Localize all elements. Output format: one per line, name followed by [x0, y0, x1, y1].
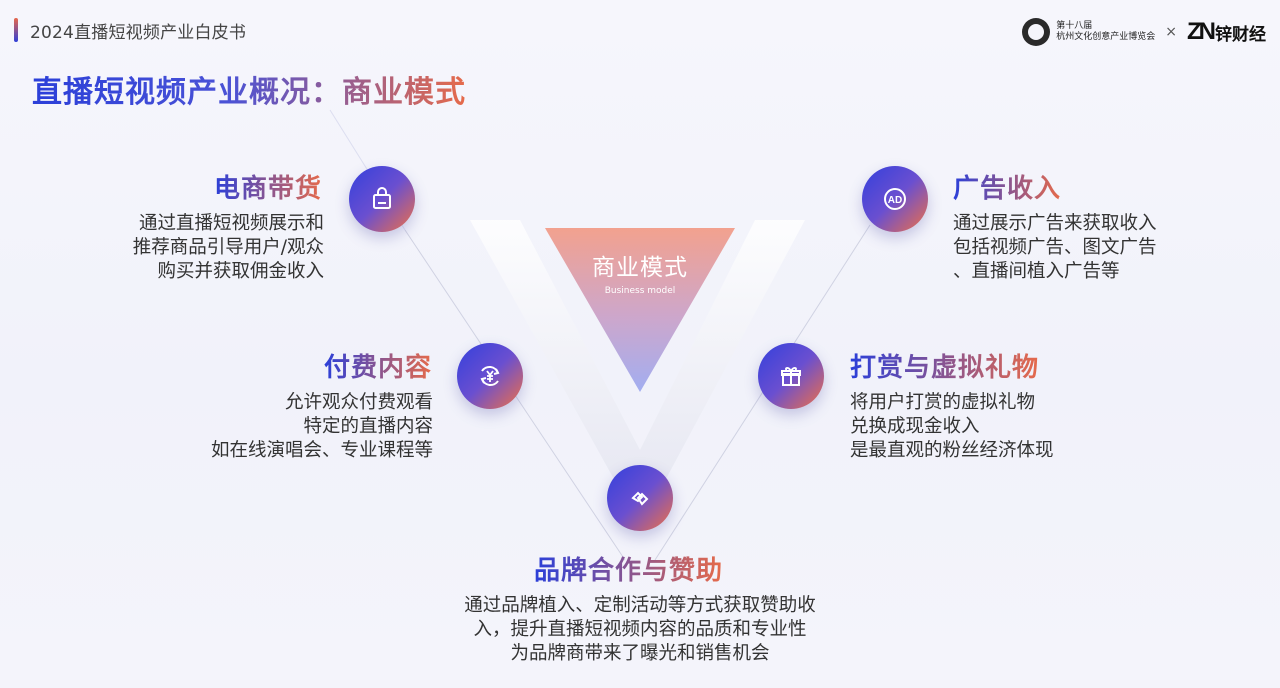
feature-title-ecommerce: 电商带货: [214, 168, 322, 205]
feature-desc-paid-content: 允许观众付费观看 特定的直播内容 如在线演唱会、专业课程等: [211, 391, 433, 463]
paid-content-node: [457, 343, 523, 409]
desc-line: 允许观众付费观看: [284, 392, 433, 413]
report-title: 2024直播短视频产业白皮书: [30, 23, 247, 43]
feature-title-paid-content: 付费内容: [324, 347, 432, 384]
desc-line: 兑换成现金收入: [850, 416, 980, 437]
desc-line: 包括视频广告、图文广告: [953, 237, 1157, 258]
ad-revenue-node: AD: [862, 166, 928, 232]
desc-line: 将用户打赏的虚拟礼物: [850, 392, 1036, 413]
desc-line: 是最直观的粉丝经济体现: [850, 440, 1054, 461]
zn-logo-text: 锌财经: [1215, 24, 1266, 45]
partner-logos: 第十八届 杭州文化创意产业博览会 × ZN 锌财经: [1022, 18, 1266, 46]
feature-desc-virtual-gift: 将用户打赏的虚拟礼物 兑换成现金收入 是最直观的粉丝经济体现: [850, 391, 1054, 463]
feature-title-brand-sponsorship: 品牌合作与赞助: [534, 550, 723, 587]
desc-line: 通过直播短视频展示和: [138, 213, 324, 234]
center-label-zh: 商业模式: [592, 255, 688, 281]
desc-line: 为品牌商带来了曝光和销售机会: [510, 643, 770, 664]
zn-logo: ZN 锌财经: [1187, 18, 1266, 46]
ad-badge-icon: AD: [884, 188, 906, 210]
feature-title-ad-revenue: 广告收入: [953, 168, 1061, 205]
desc-line: 如在线演唱会、专业课程等: [210, 440, 433, 461]
center-label-en: Business model: [604, 286, 676, 296]
desc-line: 入，提升直播短视频内容的品质和专业性: [473, 619, 807, 640]
desc-line: 购买并获取佣金收入: [157, 261, 324, 282]
brand-sponsorship-node: [607, 465, 673, 531]
virtual-gift-node: [758, 343, 824, 409]
center-triangle: [545, 228, 735, 392]
feature-desc-ad-revenue: 通过展示广告来获取收入 包括视频广告、图文广告 、直播间植入广告等: [953, 212, 1157, 284]
center-label: 商业模式 Business model: [560, 248, 720, 296]
gift-icon: [781, 367, 801, 386]
shopping-bag-icon: [373, 187, 391, 209]
header-accent-bar: [14, 18, 18, 42]
expo-logo: 第十八届 杭州文化创意产业博览会: [1022, 18, 1155, 46]
desc-line: 通过展示广告来获取收入: [953, 213, 1157, 234]
zn-logo-mark: ZN: [1187, 18, 1216, 45]
expo-logo-line2: 杭州文化创意产业博览会: [1056, 32, 1156, 42]
desc-line: 特定的直播内容: [303, 416, 433, 437]
desc-line: 通过品牌植入、定制活动等方式获取赞助收: [464, 595, 816, 616]
desc-line: 、直播间植入广告等: [953, 261, 1120, 282]
ecommerce-node: [349, 166, 415, 232]
expo-emblem-icon: [1022, 18, 1051, 46]
yen-cycle-icon: [480, 366, 500, 386]
handshake-diamond-icon: [631, 491, 649, 506]
feature-title-virtual-gift: 打赏与虚拟礼物: [850, 347, 1039, 384]
desc-line: 推荐商品引导用户/观众: [132, 237, 324, 258]
times-sign: ×: [1165, 24, 1177, 40]
page-title: 直播短视频产业概况：商业模式: [32, 67, 466, 111]
v-shape-backdrop: [470, 220, 805, 490]
ad-badge-text: AD: [888, 195, 902, 206]
feature-desc-brand-sponsorship: 通过品牌植入、定制活动等方式获取赞助收 入，提升直播短视频内容的品质和专业性 为…: [440, 594, 840, 666]
expo-logo-line1: 第十八届: [1056, 21, 1093, 31]
feature-desc-ecommerce: 通过直播短视频展示和 推荐商品引导用户/观众 购买并获取佣金收入: [133, 212, 324, 284]
